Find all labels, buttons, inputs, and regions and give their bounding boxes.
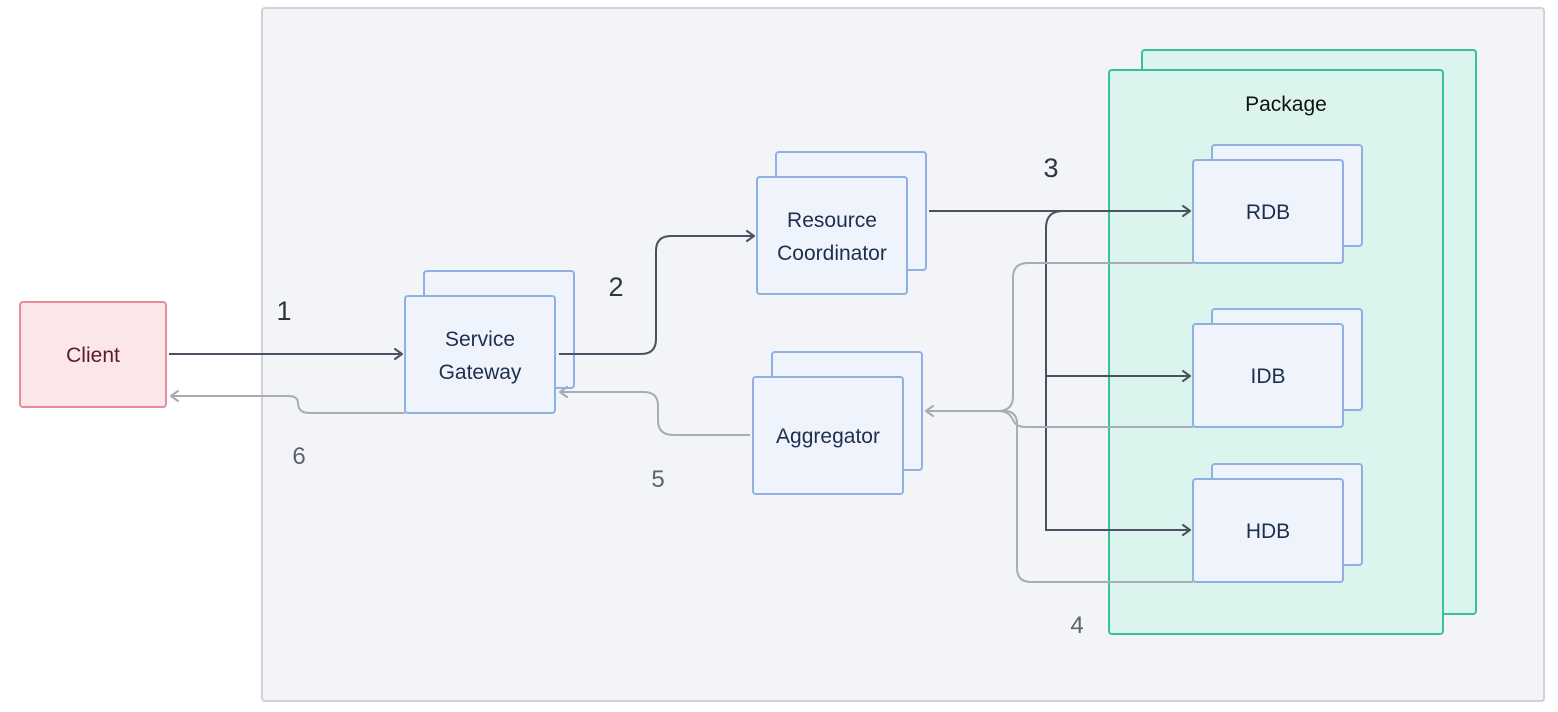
client-node: Client bbox=[19, 301, 167, 408]
rdb-node: RDB bbox=[1192, 144, 1363, 264]
step-label-2: 2 bbox=[608, 272, 623, 302]
arrow-coordinator-to-idb bbox=[1045, 210, 1191, 382]
hdb-label: HDB bbox=[1246, 520, 1290, 543]
aggregator-node: Aggregator bbox=[752, 351, 923, 495]
step-label-1: 1 bbox=[276, 296, 291, 326]
resource-coordinator-label-line1: Resource bbox=[787, 209, 877, 232]
step-label-3: 3 bbox=[1043, 153, 1058, 183]
step-label-4: 4 bbox=[1070, 612, 1083, 639]
aggregator-label: Aggregator bbox=[776, 425, 880, 448]
rdb-label: RDB bbox=[1246, 201, 1290, 224]
resource-coordinator-label-line2: Coordinator bbox=[777, 242, 887, 265]
step-label-5: 5 bbox=[651, 466, 664, 493]
arrow-gateway-to-client bbox=[170, 390, 405, 414]
service-gateway-label-line1: Service bbox=[445, 328, 515, 351]
package-label: Package bbox=[1245, 93, 1327, 116]
arrow-hdb-to-aggregator bbox=[998, 410, 1193, 583]
idb-label: IDB bbox=[1250, 365, 1285, 388]
service-gateway-node: Service Gateway bbox=[404, 270, 575, 414]
resource-coordinator-node: Resource Coordinator bbox=[756, 151, 927, 295]
idb-node: IDB bbox=[1192, 308, 1363, 428]
arrow-aggregator-to-gateway bbox=[559, 386, 750, 436]
service-gateway-label-line2: Gateway bbox=[439, 361, 522, 384]
arrow-gateway-to-coordinator bbox=[559, 230, 755, 355]
step-label-6: 6 bbox=[292, 443, 305, 470]
client-label: Client bbox=[66, 344, 120, 367]
hdb-node: HDB bbox=[1192, 463, 1363, 583]
